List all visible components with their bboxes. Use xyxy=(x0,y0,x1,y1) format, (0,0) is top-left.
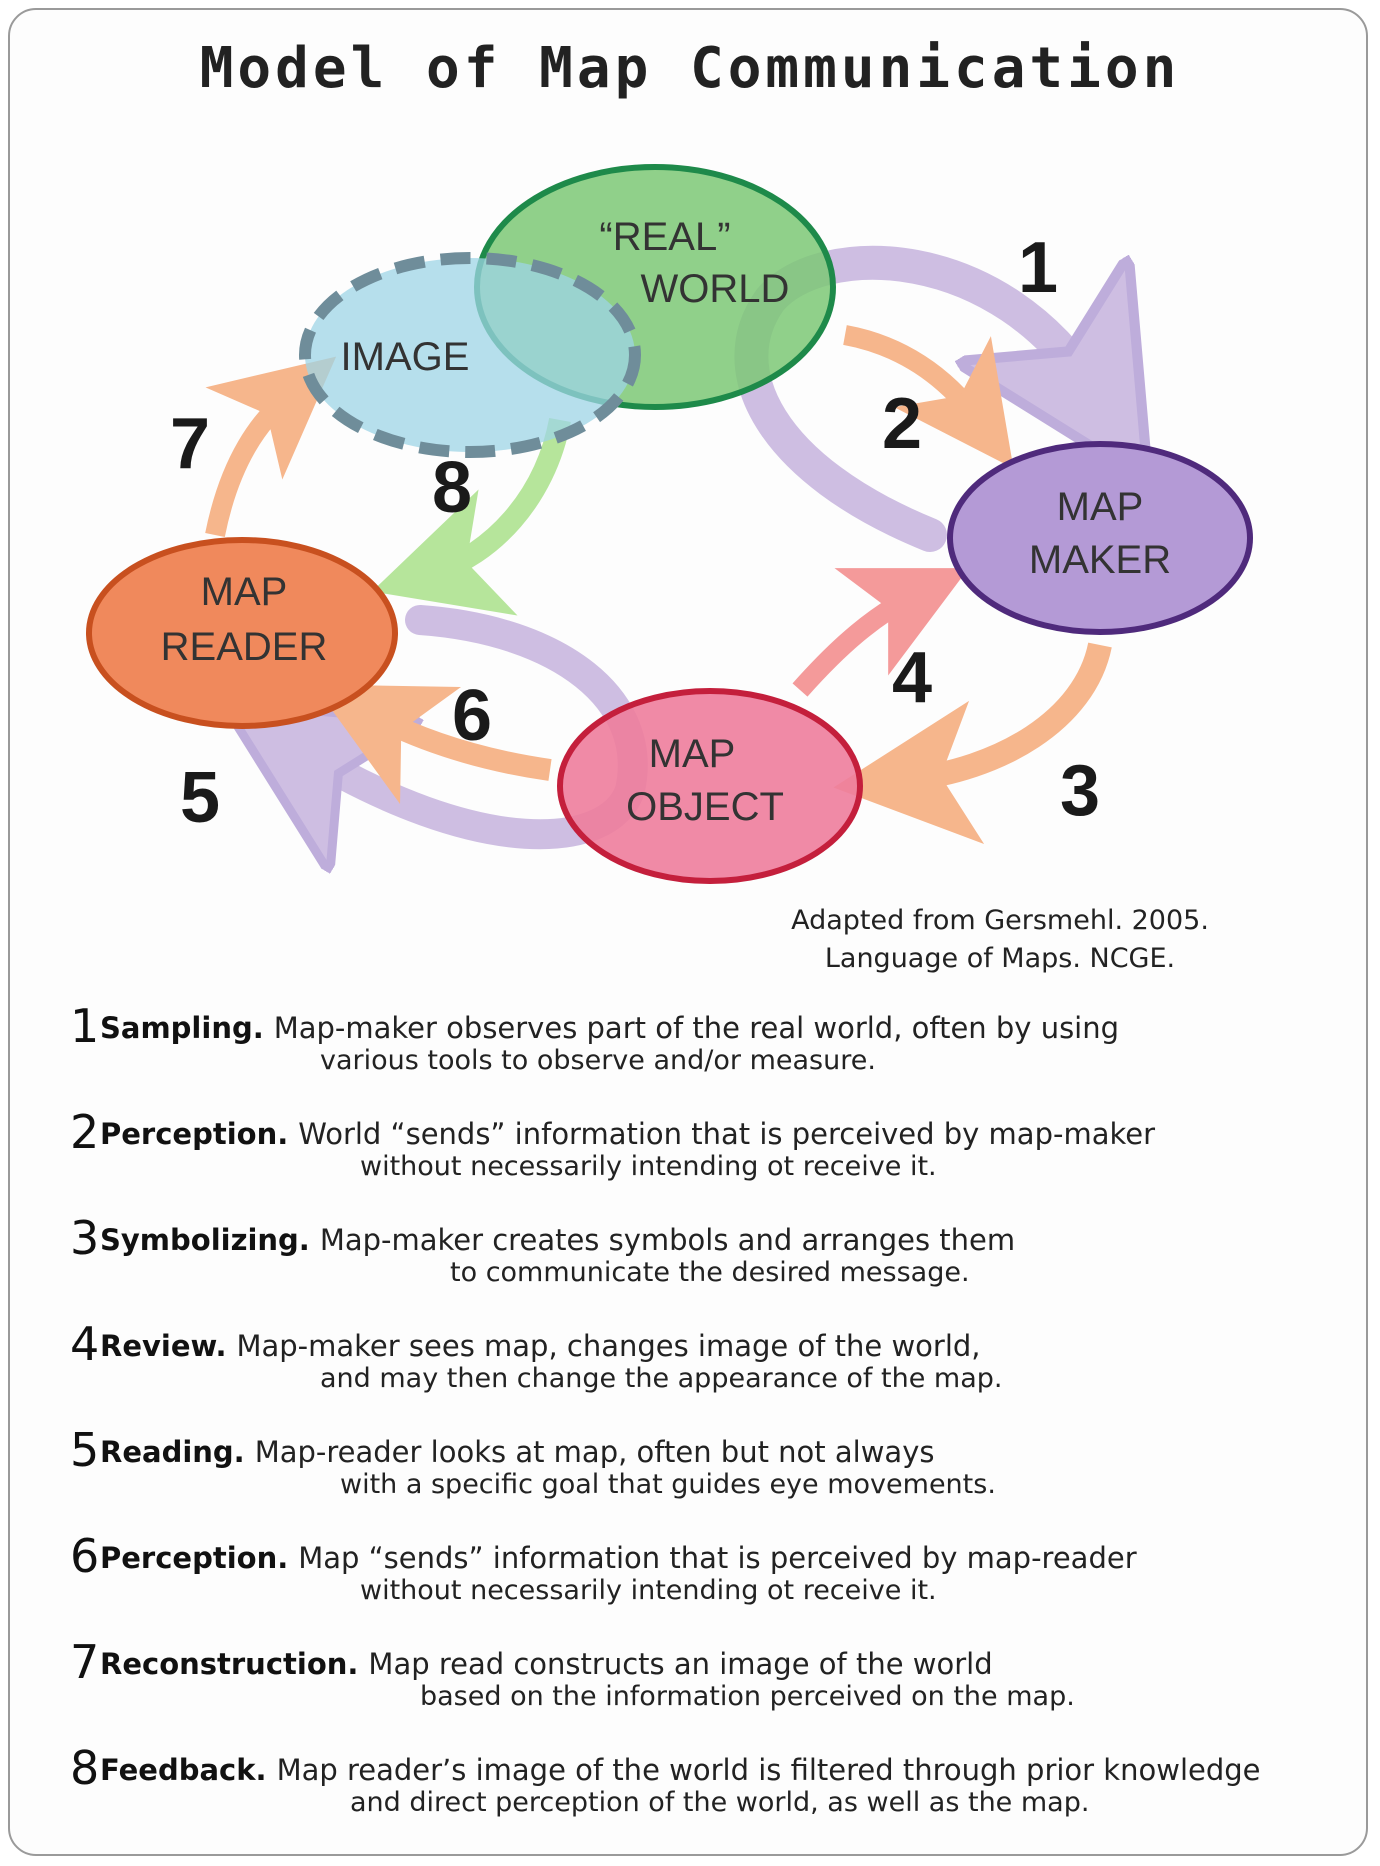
step-description: Map-maker creates symbols and arranges t… xyxy=(319,1223,1016,1257)
step-item-1: 1 Sampling. Map-maker observes part of th… xyxy=(70,1000,1350,1106)
step-description-cont: various tools to observe and/or measure. xyxy=(320,1045,876,1076)
label-image: IMAGE xyxy=(341,335,470,379)
node-map-object xyxy=(557,688,863,884)
label-real-world-1: “REAL” xyxy=(599,215,730,259)
credit-line-2: Language of Maps. NCGE. xyxy=(824,943,1176,974)
step-number: 5 xyxy=(70,1423,100,1477)
step-name: Feedback. xyxy=(100,1753,267,1787)
step-item-5: 5 Reading. Map-reader looks at map, often… xyxy=(70,1424,1350,1530)
step-description-cont: without necessarily intending ot receive… xyxy=(360,1151,937,1182)
step-description: Map-reader looks at map, often but not a… xyxy=(254,1435,935,1469)
step-description-cont: to communicate the desired message. xyxy=(450,1257,970,1288)
node-map-reader xyxy=(86,537,398,729)
arrow-number-6: 6 xyxy=(452,676,492,756)
step-number: 2 xyxy=(70,1105,100,1159)
credit-line-1: Adapted from Gersmehl. 2005. xyxy=(791,905,1209,936)
source-credit: Adapted from Gersmehl. 2005. Language of… xyxy=(720,902,1280,978)
step-description-cont: with a specific goal that guides eye mov… xyxy=(340,1469,996,1500)
arrow-6-perception xyxy=(313,684,552,805)
label-map-object-2: OBJECT xyxy=(626,785,784,829)
step-item-3: 3 Symbolizing. Map-maker creates symbols … xyxy=(70,1212,1350,1318)
arrow-number-8: 8 xyxy=(432,448,472,528)
arrow-number-7: 7 xyxy=(170,404,210,484)
step-item-8: 8 Feedback. Map reader’s image of the wor… xyxy=(70,1742,1350,1848)
step-description: Map read constructs an image of the worl… xyxy=(368,1647,993,1681)
label-real-world-2: WORLD xyxy=(641,267,790,311)
node-image xyxy=(299,252,641,458)
label-map-reader-1: MAP xyxy=(201,570,288,614)
arrow-8-feedback xyxy=(371,417,571,616)
step-description: Map reader’s image of the world is filte… xyxy=(276,1753,1261,1787)
step-item-7: 7 Reconstruction. Map read constructs an … xyxy=(70,1636,1350,1742)
step-name: Perception. xyxy=(100,1117,289,1151)
step-item-4: 4 Review. Map-maker sees map, changes ima… xyxy=(70,1318,1350,1424)
step-name: Perception. xyxy=(100,1541,289,1575)
step-number: 4 xyxy=(70,1317,100,1371)
label-map-reader-2: READER xyxy=(161,625,328,669)
step-item-6: 6 Perception. Map “sends” information tha… xyxy=(70,1530,1350,1636)
step-number: 6 xyxy=(70,1529,100,1583)
step-number: 1 xyxy=(70,999,100,1053)
step-description: Map-maker sees map, changes image of the… xyxy=(236,1329,981,1363)
step-name: Reading. xyxy=(100,1435,245,1469)
arrow-number-3: 3 xyxy=(1060,751,1100,831)
step-description-cont: and may then change the appearance of th… xyxy=(320,1363,1003,1394)
step-description-cont: without necessarily intending ot receive… xyxy=(360,1575,937,1606)
step-number: 7 xyxy=(70,1635,100,1689)
arrow-number-4: 4 xyxy=(892,638,932,718)
step-name: Reconstruction. xyxy=(100,1647,359,1681)
arrow-number-2: 2 xyxy=(882,384,922,464)
step-name: Sampling. xyxy=(100,1011,264,1045)
arrow-4-review xyxy=(792,568,969,697)
label-map-maker-1: MAP xyxy=(1057,485,1144,529)
label-map-maker-2: MAKER xyxy=(1029,538,1171,582)
page-title: Model of Map Communication xyxy=(199,36,1181,101)
arrow-number-1: 1 xyxy=(1018,228,1058,308)
arrow-7-reconstruction xyxy=(205,356,337,537)
arrow-2-perception xyxy=(843,325,1014,469)
arrow-number-5: 5 xyxy=(180,758,220,838)
step-description: Map “sends” information that is perceive… xyxy=(298,1541,1137,1575)
step-list: 1 Sampling. Map-maker observes part of th… xyxy=(70,1000,1350,1848)
arrow-3-symbolizing xyxy=(833,642,1112,845)
step-description: Map-maker observes part of the real worl… xyxy=(273,1011,1120,1045)
step-description: World “sends” information that is percei… xyxy=(298,1117,1155,1151)
step-number: 3 xyxy=(70,1211,100,1265)
step-name: Symbolizing. xyxy=(100,1223,310,1257)
step-number: 8 xyxy=(70,1741,100,1795)
node-map-maker xyxy=(947,441,1253,635)
step-item-2: 2 Perception. World “sends” information t… xyxy=(70,1106,1350,1212)
label-map-object-1: MAP xyxy=(649,732,736,776)
step-description-cont: based on the information perceived on th… xyxy=(420,1681,1075,1712)
step-name: Review. xyxy=(100,1329,227,1363)
communication-diagram: “REAL” WORLD IMAGE MAP MAKER MAP READER … xyxy=(86,164,1253,884)
step-description-cont: and direct perception of the world, as w… xyxy=(350,1787,1090,1818)
